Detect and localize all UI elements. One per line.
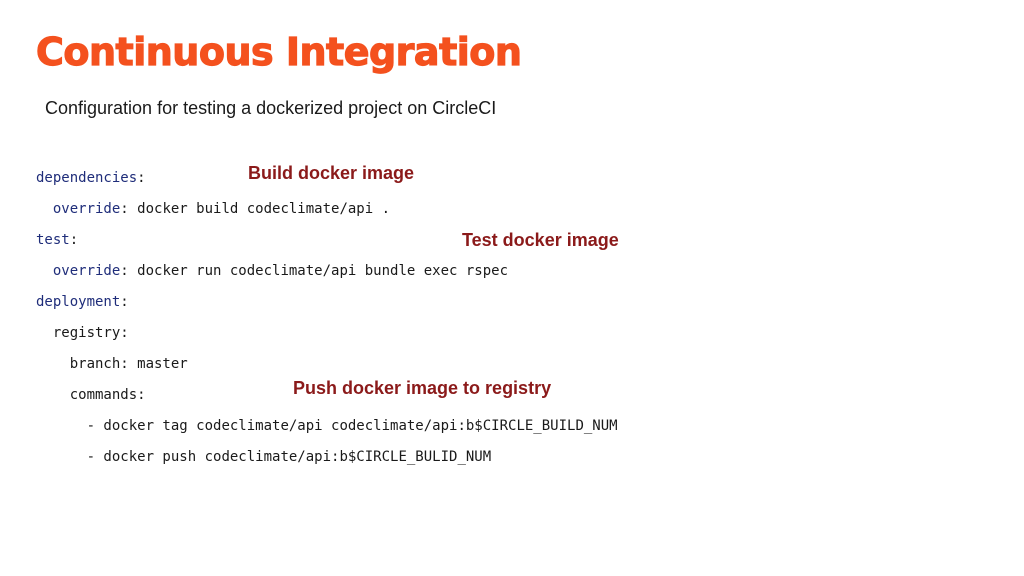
code-line-test: test: (36, 230, 78, 250)
code-indent (36, 325, 53, 341)
code-text: registry: (52, 325, 129, 341)
code-key: override (52, 201, 121, 217)
code-line-deployment: deployment: (36, 292, 129, 312)
code-line-commands: commands: (36, 385, 146, 405)
annotation-push: Push docker image to registry (293, 378, 552, 398)
code-line-docker-push: - docker push codeclimate/api:b$CIRCLE_B… (36, 447, 492, 467)
slide-title: Continuous Integration (35, 29, 522, 74)
code-indent (36, 201, 53, 217)
code-text: : docker build codeclimate/api . (120, 201, 391, 217)
code-line-registry: registry: (36, 323, 129, 343)
slide-subtitle: Configuration for testing a dockerized p… (45, 98, 497, 118)
code-text: - docker tag codeclimate/api codeclimate… (86, 418, 618, 434)
code-indent (36, 418, 87, 434)
code-text: commands: (69, 387, 146, 403)
code-key: dependencies (36, 170, 138, 186)
code-text: : (120, 294, 129, 310)
code-key: deployment (36, 294, 121, 310)
annotation-test: Test docker image (462, 230, 619, 250)
code-indent (36, 387, 70, 403)
code-line-dependencies: dependencies: (36, 168, 146, 188)
code-indent (36, 449, 87, 465)
code-key: override (52, 263, 121, 279)
code-text: - docker push codeclimate/api:b$CIRCLE_B… (86, 449, 492, 465)
code-line-test-override: override: docker run codeclimate/api bun… (36, 261, 508, 281)
code-indent (36, 356, 70, 372)
code-key: test (36, 232, 70, 248)
code-line-branch: branch: master (36, 354, 188, 374)
code-text: : docker run codeclimate/api bundle exec… (120, 263, 509, 279)
code-indent (36, 263, 53, 279)
code-text: : (137, 170, 146, 186)
code-line-build-override: override: docker build codeclimate/api . (36, 199, 390, 219)
annotation-build: Build docker image (248, 163, 415, 183)
code-text: branch: master (69, 356, 188, 372)
code-text: : (69, 232, 79, 248)
code-line-docker-tag: - docker tag codeclimate/api codeclimate… (36, 416, 618, 436)
